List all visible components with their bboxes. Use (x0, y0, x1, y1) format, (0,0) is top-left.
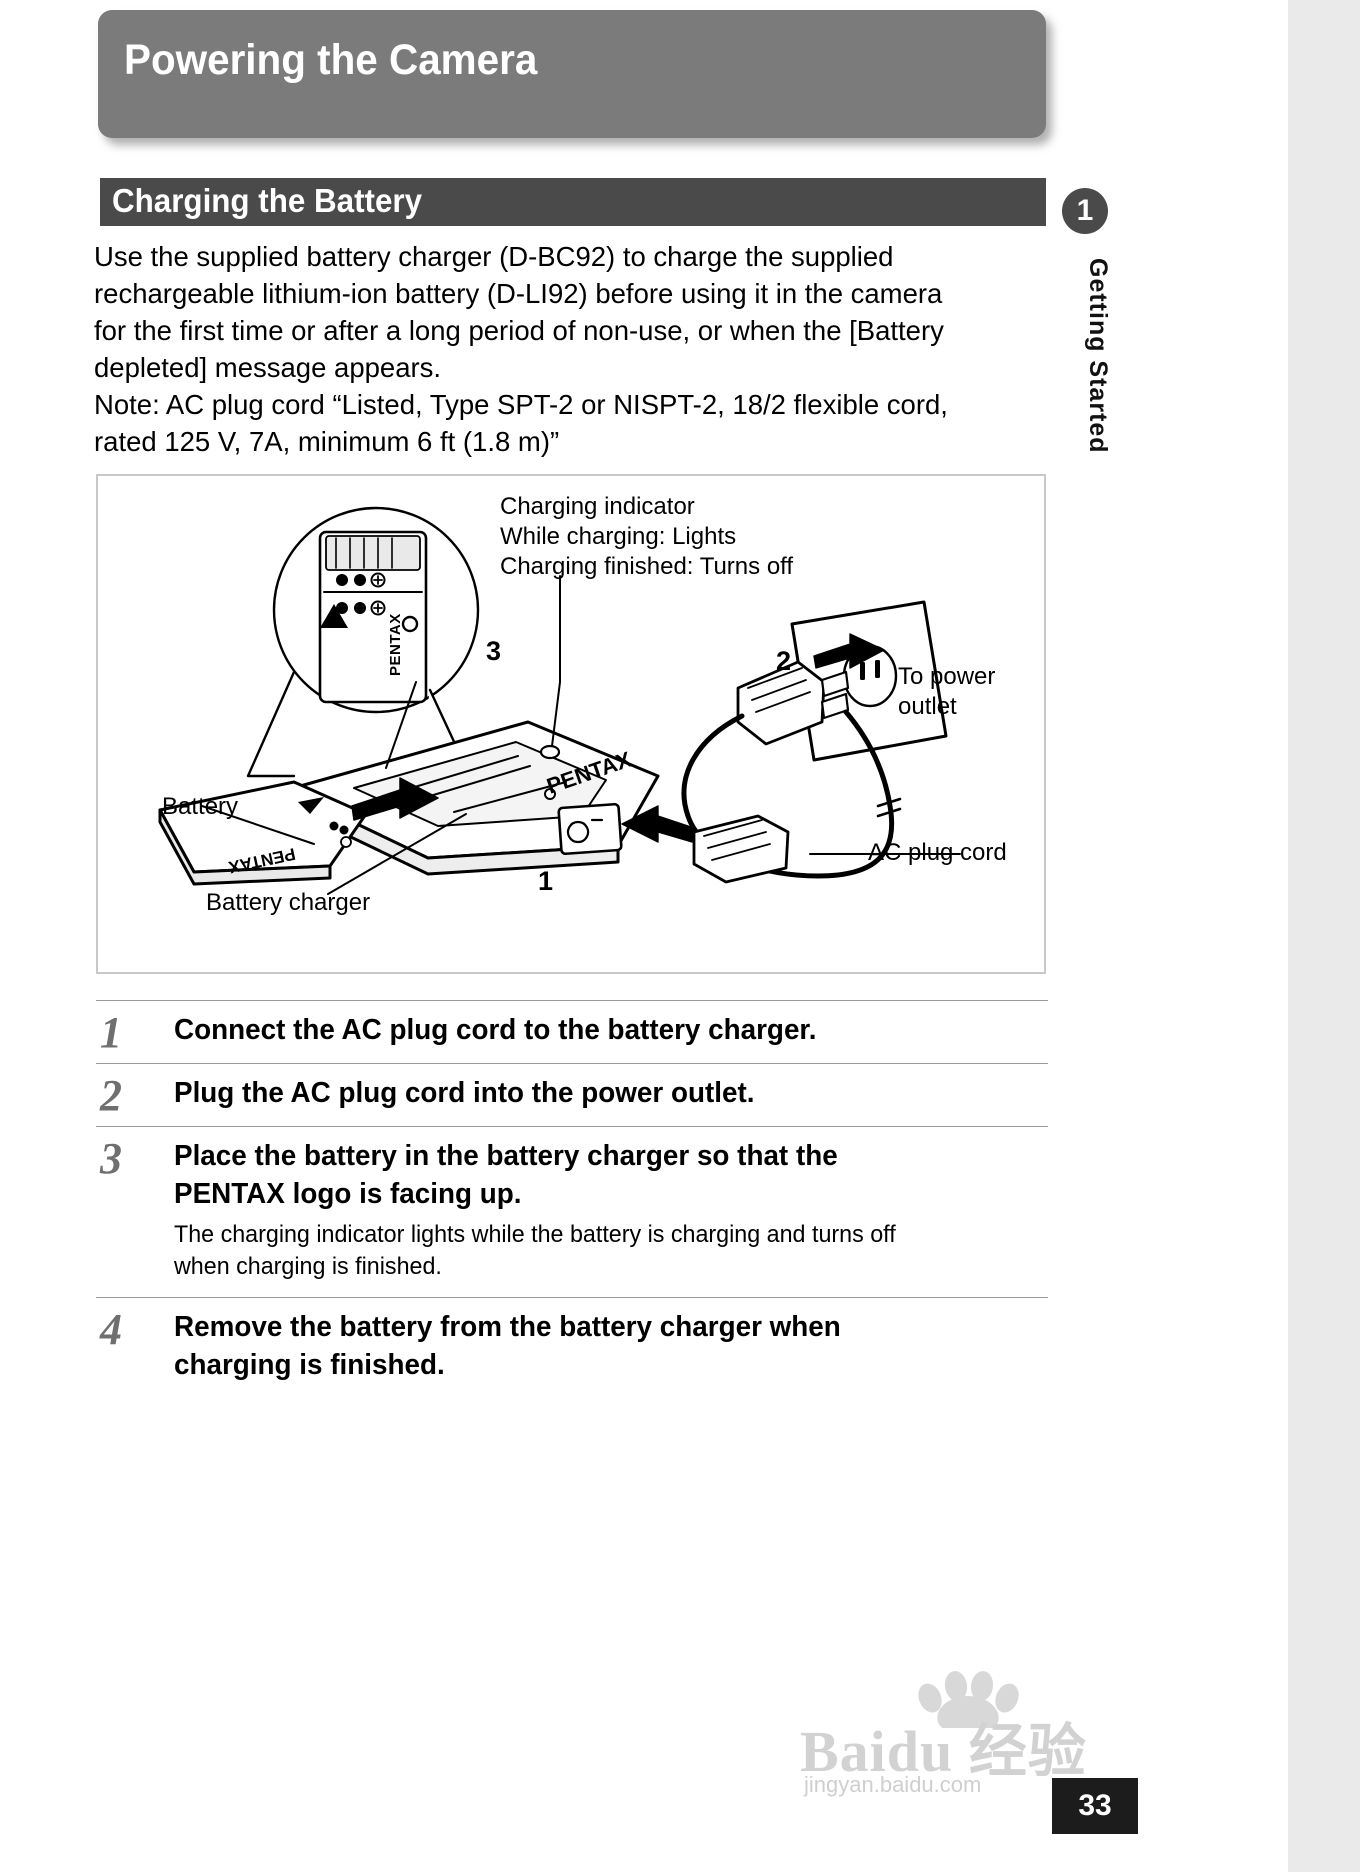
charging-indicator-label-line3: Charging finished: Turns off (500, 553, 794, 580)
step-item-3: 3 Place the battery in the battery charg… (96, 1126, 1048, 1297)
watermark-sub-text: jingyan.baidu.com (804, 1772, 982, 1797)
page-title: Powering the Camera (124, 36, 538, 84)
step-body-3: Place the battery in the battery charger… (174, 1127, 1048, 1297)
step-number-2: 2 (100, 1071, 122, 1120)
step-headline-2: Plug the AC plug cord into the power out… (174, 1077, 755, 1109)
step-headline-4-line1: Remove the battery from the battery char… (174, 1311, 841, 1343)
step-headline-3-line1: Place the battery in the battery charger… (174, 1140, 838, 1172)
intro-line-4: depleted] message appears. (94, 352, 442, 383)
page-number-tab: 33 (1052, 1778, 1138, 1834)
step-detail-3-line1: The charging indicator lights while the … (174, 1221, 896, 1248)
step-detail-3-line2: when charging is finished. (174, 1253, 442, 1280)
to-power-outlet-label-line1: To power (898, 663, 996, 690)
baidu-watermark: Baidu 经验 jingyan.baidu.com (790, 1668, 1090, 1808)
step-item-2: 2 Plug the AC plug cord into the power o… (96, 1063, 1048, 1126)
svg-text:PENTAX: PENTAX (387, 613, 404, 676)
intro-note-line-1: Note: AC plug cord “Listed, Type SPT-2 o… (94, 389, 948, 420)
page-title-banner: Powering the Camera (98, 10, 1046, 138)
step-number-3: 3 (100, 1134, 122, 1183)
ac-plug-cord-label: AC plug cord (868, 839, 1007, 866)
charging-diagram-illustration: PENTAX PENTAX (158, 506, 961, 895)
step-body-1: Connect the AC plug cord to the battery … (174, 1001, 1048, 1063)
chapter-number-badge: 1 (1062, 188, 1108, 234)
chapter-side-strip-inner (1288, 0, 1360, 1872)
callout-3: 3 (486, 636, 502, 666)
charging-diagram-figure: PENTAX PENTAX (96, 474, 1046, 974)
intro-paragraph: Use the supplied battery charger (D-BC92… (94, 238, 1049, 460)
step-headline-3-line2: PENTAX logo is facing up. (174, 1178, 522, 1210)
intro-note-line-2: rated 125 V, 7A, minimum 6 ft (1.8 m)” (94, 426, 560, 457)
watermark-main-text: Baidu 经验 (800, 1719, 1087, 1784)
page-number-text: 33 (1078, 1789, 1112, 1822)
callout-1: 1 (538, 866, 554, 896)
step-number-4: 4 (100, 1305, 122, 1354)
step-item-4: 4 Remove the battery from the battery ch… (96, 1297, 1048, 1398)
paw-print-icon (918, 1671, 1019, 1728)
step-item-1: 1 Connect the AC plug cord to the batter… (96, 1000, 1048, 1063)
step-body-2: Plug the AC plug cord into the power out… (174, 1064, 1048, 1126)
section-title: Charging the Battery (112, 182, 423, 219)
intro-line-1: Use the supplied battery charger (D-BC92… (94, 241, 894, 272)
callout-2: 2 (776, 646, 792, 676)
charging-indicator-label-line1: Charging indicator (500, 493, 695, 520)
battery-charger-label: Battery charger (206, 889, 371, 916)
steps-list: 1 Connect the AC plug cord to the batter… (96, 1000, 1048, 1398)
battery-label: Battery (162, 793, 239, 820)
step-number-1: 1 (100, 1008, 122, 1057)
to-power-outlet-label-line2: outlet (898, 693, 957, 720)
step-headline-1: Connect the AC plug cord to the battery … (174, 1014, 817, 1046)
section-header-bar: Charging the Battery (100, 178, 1046, 226)
step-body-4: Remove the battery from the battery char… (174, 1298, 1048, 1398)
intro-line-3: for the first time or after a long perio… (94, 315, 944, 346)
chapter-number-text: 1 (1076, 194, 1094, 227)
chapter-side-strip (1288, 0, 1360, 1872)
step-headline-4-line2: charging is finished. (174, 1349, 445, 1381)
chapter-label: Getting Started (1084, 258, 1112, 454)
charging-indicator-label-line2: While charging: Lights (500, 523, 737, 550)
intro-line-2: rechargeable lithium-ion battery (D-LI92… (94, 278, 943, 309)
